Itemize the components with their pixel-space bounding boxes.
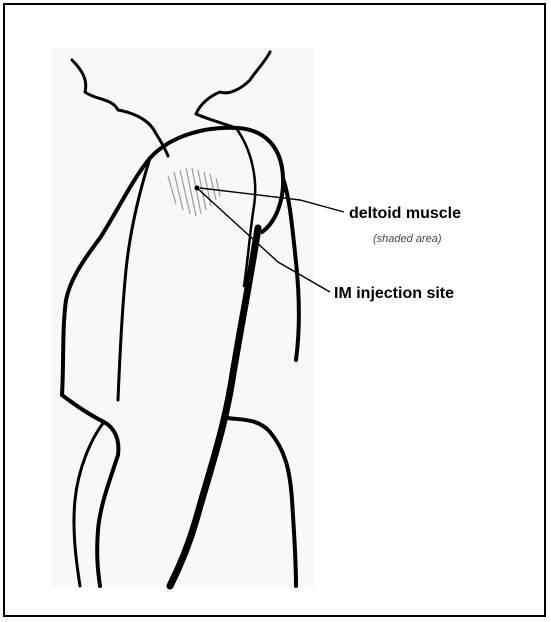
diagram-background bbox=[52, 48, 314, 587]
shaded-area-note: (shaded area) bbox=[373, 233, 442, 245]
deltoid-label: deltoid muscle bbox=[349, 205, 461, 223]
injection-site-label: IM injection site bbox=[334, 285, 454, 303]
